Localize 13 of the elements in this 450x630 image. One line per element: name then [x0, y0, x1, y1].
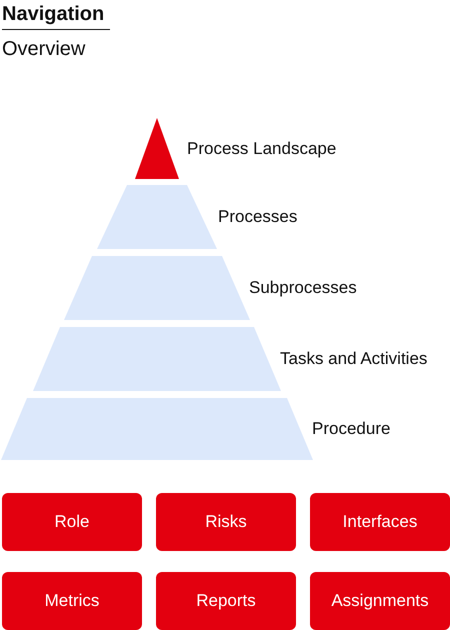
- category-box: Metrics: [2, 572, 142, 630]
- level-label: Procedure: [312, 418, 390, 440]
- category-box: Role: [2, 493, 142, 551]
- category-box: Assignments: [310, 572, 450, 630]
- category-box: Risks: [156, 493, 296, 551]
- level-label: Process Landscape: [187, 138, 336, 160]
- title: Navigation: [2, 1, 110, 30]
- category-box: Interfaces: [310, 493, 450, 551]
- level-label: Subprocesses: [249, 277, 357, 299]
- category-box: Reports: [156, 572, 296, 630]
- level-label: Tasks and Activities: [280, 348, 428, 370]
- level-label: Processes: [218, 206, 298, 228]
- subtitle: Overview: [2, 37, 86, 62]
